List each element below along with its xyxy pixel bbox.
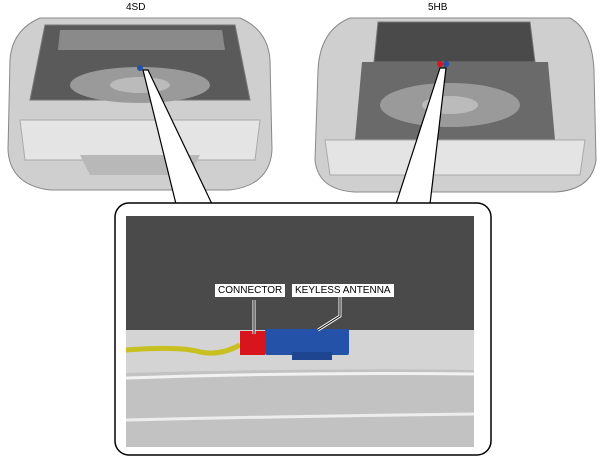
connector-shape bbox=[240, 331, 265, 355]
connector-callout: CONNECTOR bbox=[215, 284, 286, 297]
callout-leaders bbox=[142, 67, 447, 205]
car-5hb bbox=[314, 17, 597, 193]
wire-harness bbox=[125, 342, 242, 356]
keyless-antenna-shape bbox=[265, 329, 349, 355]
keyless-antenna-callout: KEYLESS ANTENNA bbox=[292, 284, 394, 297]
label-4sd: 4SD bbox=[126, 2, 146, 13]
car-4sd bbox=[7, 17, 273, 191]
label-5hb: 5HB bbox=[428, 2, 448, 13]
detail-view bbox=[125, 216, 475, 447]
